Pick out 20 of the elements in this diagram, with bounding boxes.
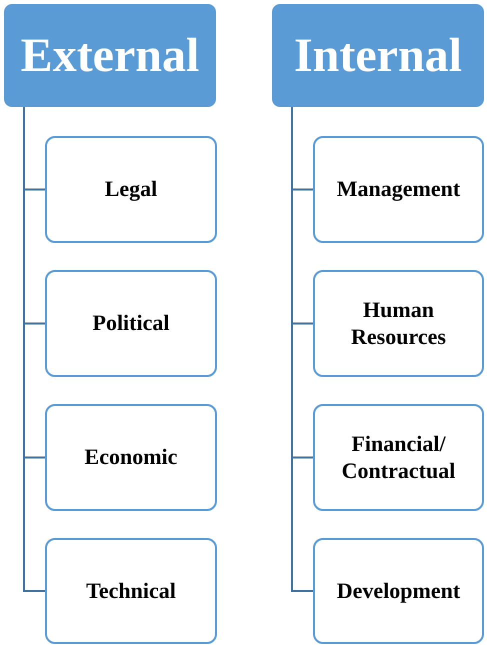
box-label: Management: [336, 176, 460, 203]
factor-box: [313, 136, 484, 243]
category-header-box: [4, 4, 216, 107]
box-label: Economic: [84, 444, 178, 471]
box-label: Legal: [104, 176, 158, 203]
box-label: Development: [336, 578, 460, 604]
box-label: Financial/ Contractual: [340, 431, 456, 484]
box-label: External: [20, 28, 200, 83]
factor-box: [45, 136, 217, 243]
factor-box: [313, 270, 484, 377]
factor-box: [313, 538, 484, 644]
factor-box: [45, 538, 217, 644]
factor-box: [45, 270, 217, 377]
box-label: Human Resources: [350, 297, 447, 350]
box-label: Technical: [86, 578, 176, 604]
factor-box: [313, 404, 484, 511]
category-header-box: [272, 4, 484, 107]
factor-box: [45, 404, 217, 511]
box-label: Internal: [294, 28, 462, 83]
box-label: Political: [92, 310, 170, 337]
